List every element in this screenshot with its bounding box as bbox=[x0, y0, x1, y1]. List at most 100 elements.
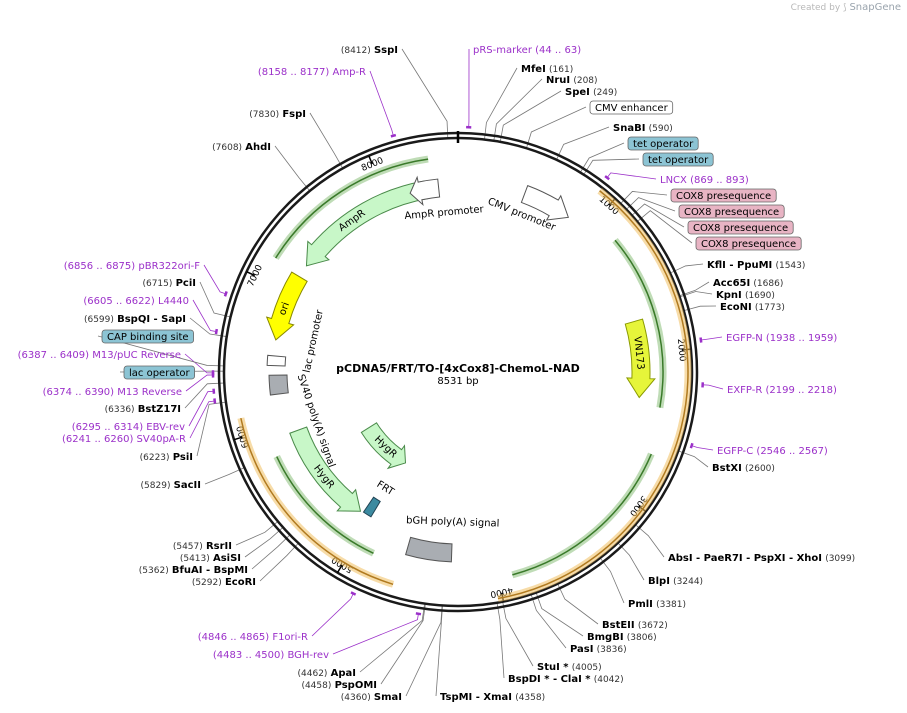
primer-mark bbox=[214, 328, 219, 335]
primer-mark bbox=[689, 442, 694, 449]
watermark-prefix: Created by bbox=[790, 3, 841, 13]
f1ori-r-label: (4846 .. 4865) F1ori-R bbox=[198, 632, 308, 643]
site-coord: (3381) bbox=[656, 600, 686, 610]
site-name: PciI bbox=[176, 278, 196, 289]
orf-core bbox=[240, 417, 394, 586]
site-name: MfeI bbox=[521, 64, 546, 75]
asisi-label: (5413) AsiSI bbox=[180, 553, 241, 564]
leader-line bbox=[189, 400, 215, 439]
leader-line bbox=[309, 112, 343, 168]
feature-box bbox=[101, 329, 194, 344]
site-coord: (1690) bbox=[745, 291, 775, 301]
leader-line bbox=[691, 445, 714, 451]
feature-box-label: CAP binding site bbox=[107, 332, 189, 343]
leader-line bbox=[600, 558, 625, 604]
fspi-label: (7830) FspI bbox=[249, 109, 306, 120]
leader-line bbox=[251, 535, 290, 570]
orf-core bbox=[275, 158, 429, 259]
leader-line bbox=[204, 467, 244, 485]
psii-label: (6223) PsiI bbox=[140, 452, 193, 463]
ahdi-label: (7608) AhdI bbox=[212, 142, 271, 153]
vn173-label: VN173 bbox=[631, 336, 645, 370]
ebv-rev-label: (6295 .. 6314) EBV-rev bbox=[72, 422, 185, 433]
feature-box-label: COX8 presequence bbox=[693, 223, 788, 234]
site-name: EXFP-R bbox=[727, 385, 762, 396]
snapgene-logo-icon: ⟆ bbox=[843, 3, 847, 13]
leader-line bbox=[311, 593, 354, 637]
watermark-brand: SnapGene bbox=[849, 2, 901, 13]
frt-label: FRT bbox=[375, 479, 397, 498]
site-name: BstZ17I bbox=[138, 404, 181, 415]
bfuai-label: (5362) BfuAI - BspMI bbox=[139, 565, 248, 576]
snabi-label: SnaBI (590) bbox=[613, 123, 673, 134]
site-name: PasI bbox=[570, 644, 593, 655]
leader-line bbox=[380, 604, 426, 685]
site-coord: (44 .. 63) bbox=[535, 45, 581, 56]
sv40-polya-arrow bbox=[268, 374, 289, 396]
site-coord: (1938 .. 1959) bbox=[766, 333, 838, 344]
leader-line bbox=[196, 401, 226, 457]
ruler-tick bbox=[336, 564, 343, 573]
leader-line bbox=[702, 384, 724, 390]
feature-box-cap: CAP binding site bbox=[101, 329, 194, 344]
leader-line bbox=[583, 158, 640, 175]
leader-line bbox=[680, 281, 710, 296]
site-name: BfuAI - BspMI bbox=[172, 565, 248, 576]
site-name: PspOMI bbox=[335, 680, 377, 691]
leader-line bbox=[637, 210, 693, 244]
l4440-label: (6605 .. 6622) L4440 bbox=[83, 296, 189, 307]
site-name: BlpI bbox=[648, 576, 670, 587]
amp-r-label: (8158 .. 8177) Amp-R bbox=[258, 67, 366, 78]
leader-line bbox=[493, 78, 543, 140]
site-name: SpeI bbox=[565, 87, 590, 98]
feature-box-cox8-1: COX8 presequence bbox=[670, 188, 777, 203]
blpi-label: BlpI (3244) bbox=[648, 576, 703, 587]
leader-line bbox=[435, 606, 443, 697]
vn173-arrow bbox=[624, 318, 656, 399]
ampr-promoter-label: AmpR promoter bbox=[404, 204, 485, 222]
site-name: M13 Reverse bbox=[117, 387, 182, 398]
leader-line bbox=[188, 390, 214, 427]
site-name: SmaI bbox=[374, 692, 402, 703]
site-name: SnaBI bbox=[613, 123, 645, 134]
sacii-label: (5829) SacII bbox=[141, 480, 201, 491]
site-coord: (6374 .. 6390) bbox=[43, 387, 115, 398]
leader-line bbox=[359, 604, 425, 673]
leader-line bbox=[606, 172, 657, 180]
ampr-arrow bbox=[305, 180, 429, 267]
frt-arrow bbox=[362, 496, 381, 518]
site-coord: (5413) bbox=[180, 554, 210, 564]
site-coord: (4462) bbox=[298, 669, 328, 679]
site-name: F1ori-R bbox=[272, 632, 308, 643]
leader-line bbox=[192, 299, 217, 332]
primer-mark bbox=[415, 612, 422, 616]
leader-line bbox=[635, 524, 665, 558]
orf-core bbox=[512, 453, 652, 576]
site-coord: (5457) bbox=[173, 542, 203, 552]
site-coord: (6605 .. 6622) bbox=[83, 296, 155, 307]
bgh-rev-label: (4483 .. 4500) BGH-rev bbox=[213, 650, 329, 661]
leader-line bbox=[531, 595, 567, 649]
feature-box-lac-op: lac operator bbox=[123, 365, 195, 380]
leader-line bbox=[626, 197, 676, 212]
leader-line bbox=[97, 335, 224, 367]
site-coord: (7830) bbox=[249, 110, 279, 120]
feature-box bbox=[687, 220, 794, 235]
leader-line bbox=[369, 70, 394, 136]
cmv-promoter-arrow bbox=[520, 184, 570, 221]
orf-arc bbox=[272, 155, 429, 260]
ruler-tick bbox=[233, 436, 243, 441]
site-coord: (208) bbox=[573, 76, 597, 86]
feature-box-label: COX8 presequence bbox=[701, 239, 796, 250]
bstxi-label: BstXI (2600) bbox=[712, 463, 775, 474]
watermark: Created by ⟆ SnapGene bbox=[791, 2, 901, 13]
absi-label: AbsI - PaeR7I - PspXI - XhoI (3099) bbox=[668, 553, 855, 564]
feature-box-tet-op1: tet operator bbox=[627, 136, 699, 151]
feature-box bbox=[627, 136, 699, 151]
bspqi-label: (6599) BspQI - SapI bbox=[84, 314, 186, 325]
leader-line bbox=[680, 291, 713, 298]
lac-promoter-arrow bbox=[266, 354, 287, 367]
site-coord: (6241 .. 6260) bbox=[62, 434, 134, 445]
m13puc-rev-label: (6387 .. 6409) M13/pUC Reverse bbox=[18, 350, 181, 361]
site-name: KpnI bbox=[716, 290, 742, 301]
